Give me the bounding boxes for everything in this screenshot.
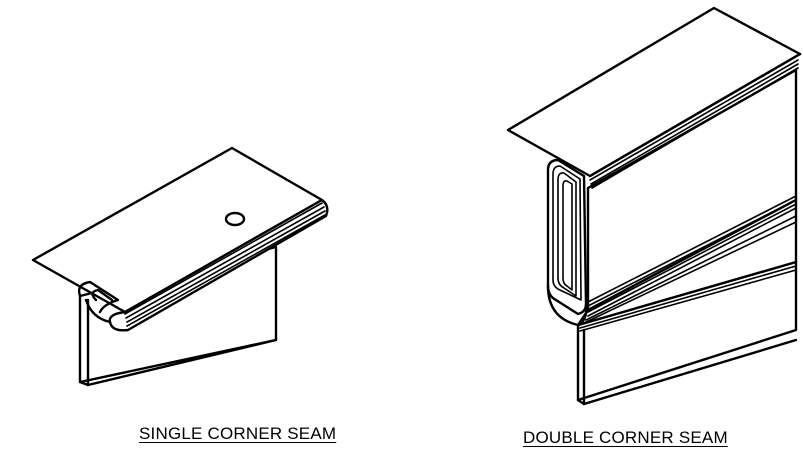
single-corner-seam-caption: SINGLE CORNER SEAM <box>139 424 337 443</box>
single-vertical-flange <box>78 245 278 384</box>
single-corner-seam-figure <box>31 146 329 387</box>
single-seam-roll <box>108 198 329 332</box>
double-corner-seam-figure <box>506 6 802 406</box>
double-corner-seam-caption: DOUBLE CORNER SEAM <box>523 428 728 447</box>
circle-hole-icon <box>224 211 246 227</box>
